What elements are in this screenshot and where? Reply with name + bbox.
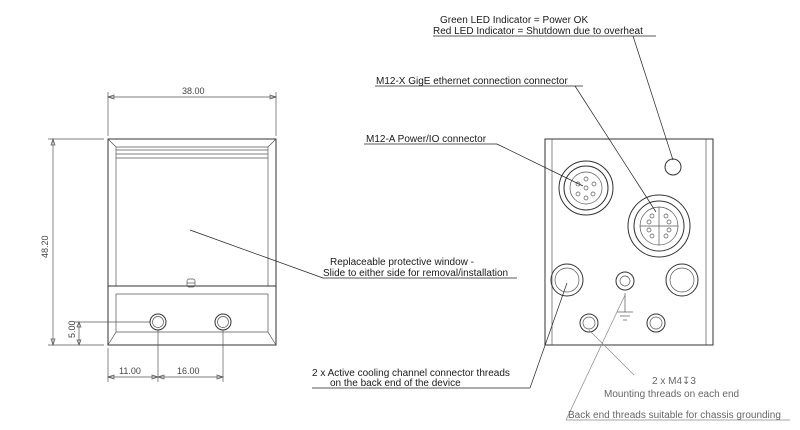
front-thread-hole-left-inner [152,316,164,328]
leader-lines [189,35,790,421]
ground-stud [615,271,635,291]
cooling-thread-right [665,263,699,297]
ground-symbol-icon [617,293,633,321]
mount-thread-left [579,313,599,333]
front-thread-hole-right-inner [217,316,229,328]
mount-thread-right-inner [649,316,663,330]
ground-stud-inner [619,275,631,287]
callout-led-green: Green LED Indicator = Power OK [440,15,588,26]
callout-cooling-line-1: 2 x Active cooling channel connector thr… [312,368,510,379]
device-body-outline [107,138,277,346]
dim-offset-1-label: 11.00 [119,366,141,376]
front-view [107,138,277,346]
callout-cooling-line-2: on the back end of the device [330,378,461,389]
callout-gige-connector: M12-X GigE ethernet connection connector [376,76,568,87]
callout-window-line-1: Replaceable protective window - [330,257,474,268]
bottom-bevel-right [267,294,277,346]
mount-thread-right [646,313,666,333]
dim-hole-height-label: 5.00 [67,320,77,338]
top-bevel [107,138,277,148]
callout-mount-line-2: Mounting threads on each end [604,389,739,400]
dimension-lines [48,92,278,382]
back-panel-outline [544,138,714,346]
callout-mount-line-1: 2 x M4↧3 [652,376,696,387]
mount-thread-left-inner [582,316,596,330]
callout-window-line-2: Slide to either side for removal/install… [323,268,508,279]
callout-ground: Back end threads suitable for chassis gr… [568,410,781,421]
m12a-power-connector [558,160,614,216]
callout-led-red: Red LED Indicator = Shutdown due to over… [433,26,643,37]
m12x-gige-connector [627,194,691,258]
dim-width-label: 38.00 [182,86,205,96]
cooling-thread-left [550,263,584,297]
back-view [544,138,714,346]
callout-power-connector: M12-A Power/IO connector [366,134,487,145]
bottom-bevel-left [107,294,117,346]
cooling-thread-right-inner [669,267,695,293]
dim-height-label: 48.20 [40,235,50,258]
cooling-thread-left-inner [554,267,580,293]
dim-offset-2-label: 16.00 [177,366,200,376]
led-indicator [664,158,682,176]
